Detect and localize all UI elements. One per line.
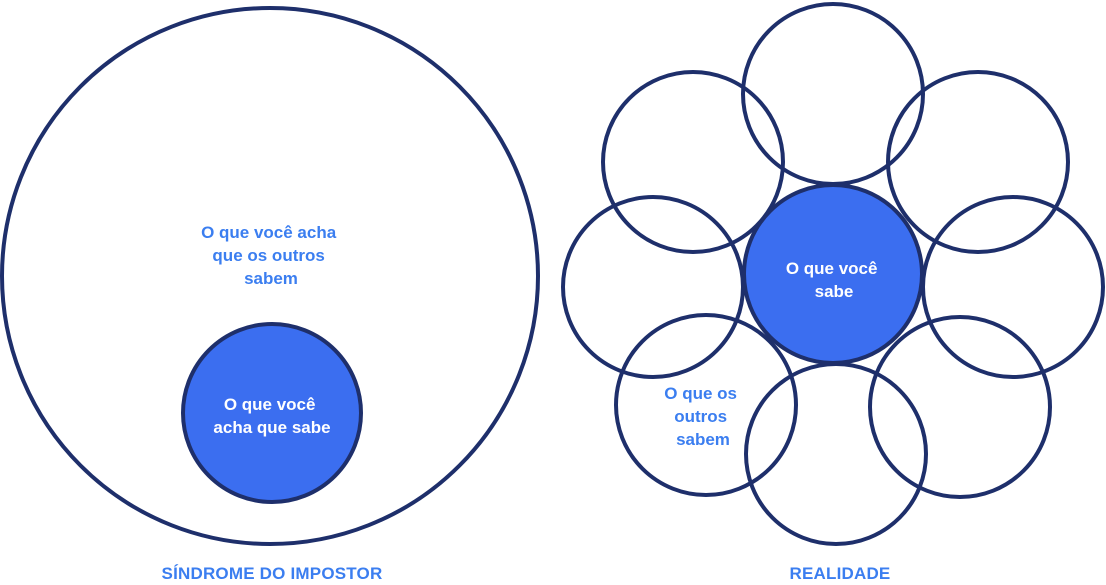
- others-knowledge-small-label: O que os outros sabem: [664, 384, 741, 449]
- others-knowledge-large-circle: [0, 6, 540, 546]
- others-circle-lower-left: [614, 313, 798, 497]
- impostor-diagram: O que você acha que os outros sabem O qu…: [0, 6, 540, 583]
- others-circle-left: [561, 195, 745, 379]
- self-knowledge-label: O que você acha que sabe: [213, 395, 330, 437]
- self-knowledge-center-circle: [742, 183, 924, 365]
- reality-diagram: O que você sabe O que os outros sabem RE…: [561, 2, 1105, 583]
- impostor-caption: SÍNDROME DO IMPOSTOR: [162, 564, 383, 583]
- others-circle-bottom: [744, 362, 928, 546]
- others-circle-right: [921, 195, 1105, 379]
- self-knowledge-small-circle: [181, 322, 363, 504]
- others-circle-upper-right: [886, 70, 1070, 254]
- others-circle-top: [741, 2, 925, 186]
- others-circle-lower-right: [868, 315, 1052, 499]
- others-circle-upper-left: [601, 70, 785, 254]
- self-knowledge-center-label: O que você sabe: [786, 259, 882, 301]
- reality-caption: REALIDADE: [790, 564, 891, 583]
- others-knowledge-label: O que você acha que os outros sabem: [201, 223, 341, 288]
